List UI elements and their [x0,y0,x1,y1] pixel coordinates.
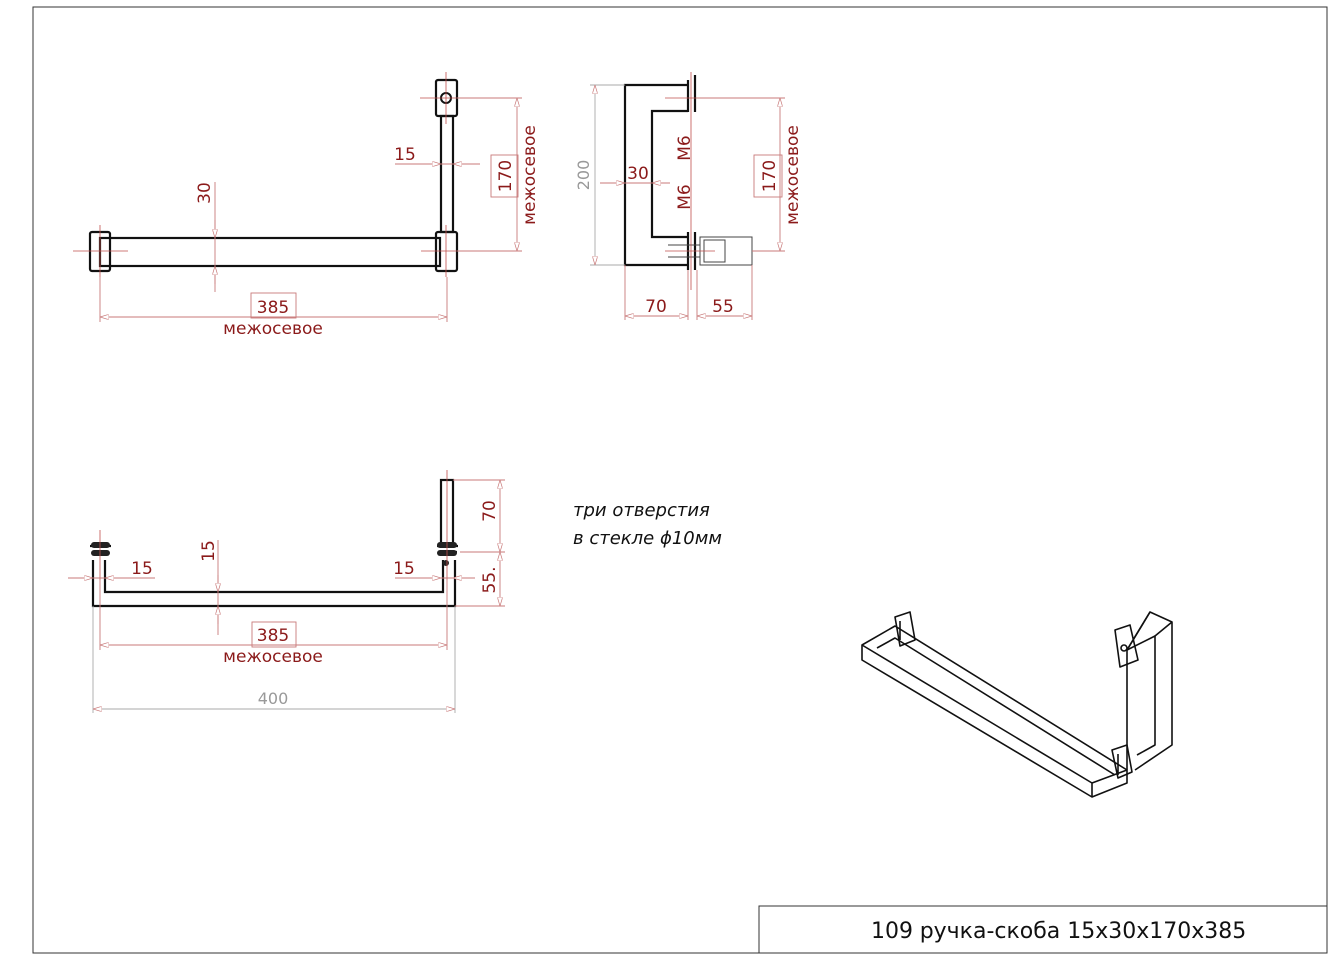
note-line-2: в стекле ϕ10мм [573,528,722,549]
dim-note: межосевое [223,647,323,667]
dim-70: 70 [645,297,667,317]
top-view: 385 межосевое 30 15 170 межосевое [73,72,540,339]
isometric-view [861,611,1173,798]
glass-mounts [686,75,697,270]
dim-30: 30 [195,182,215,204]
dim-15-depth: 15 [199,540,219,562]
dim-15: 15 [394,145,416,165]
thread-m6-bottom: M6 [675,184,695,209]
thread-m6-top: M6 [675,135,695,160]
glass-caps [90,544,458,554]
dim-55: 55 [712,297,734,317]
side-view: 200 30 M6 M6 170 межосевое 70 55 [574,72,803,320]
drawing-title: ручка-скоба 15x30x170x385 [920,919,1247,944]
dim-30: 30 [627,164,649,184]
dim-400: 400 [258,689,289,708]
drawing-frame [32,6,1328,954]
dim-385: 385 [257,626,289,646]
title-block: 109 ручка-скоба 15x30x170x385 [758,905,1328,954]
vertical-post [439,114,455,234]
dim-55: 55. [480,566,500,593]
drawing-number: 109 [871,919,913,944]
dim-200: 200 [574,160,593,191]
handle-profile [623,83,688,267]
dim-note: межосевое [520,125,540,225]
dim-70: 70 [480,500,500,522]
dim-15-left: 15 [131,559,153,579]
dim-385: 385 [257,298,289,318]
handle-bar [98,236,442,268]
note-line-1: три отверстия [573,500,710,521]
dim-170: 170 [496,160,516,192]
bottom-view: 15 15 15 70 55. 385 межосевое 400 [68,470,505,713]
dim-note: межосевое [783,125,803,225]
dim-15-right: 15 [393,559,415,579]
dim-note: межосевое [223,319,323,339]
dim-170: 170 [760,160,780,192]
